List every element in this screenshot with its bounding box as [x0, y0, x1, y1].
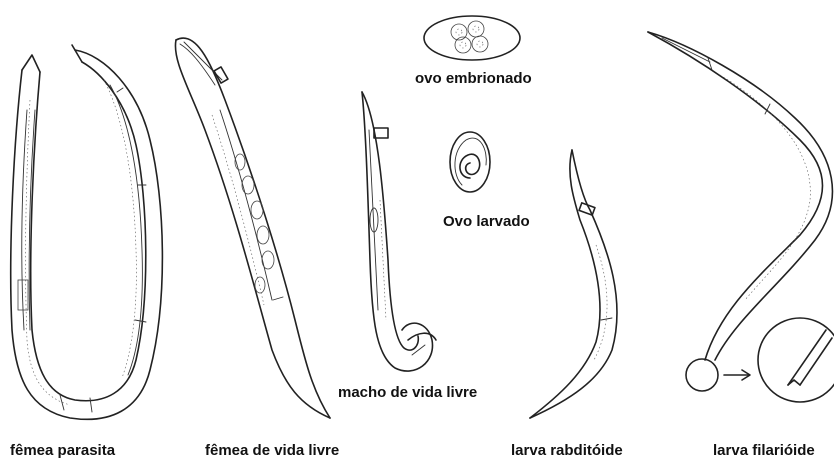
- label-femea-vida-livre: fêmea de vida livre: [205, 442, 339, 459]
- label-macho-vida-livre: macho de vida livre: [338, 384, 477, 401]
- macho-vida-livre-illustration: [362, 92, 436, 371]
- label-femea-parasita: fêmea parasita: [10, 442, 115, 459]
- label-larva-filarioide: larva filarióide: [713, 442, 815, 459]
- femea-parasita-illustration: [11, 45, 163, 419]
- larva-rabditoide-illustration: [530, 150, 617, 418]
- label-ovo-larvado: Ovo larvado: [443, 213, 530, 230]
- label-larva-rabditoide: larva rabditóide: [511, 442, 623, 459]
- larva-filarioide-illustration: [648, 32, 834, 402]
- label-ovo-embrionado: ovo embrionado: [415, 70, 532, 87]
- ovo-embrionado-illustration: [424, 16, 520, 60]
- femea-vida-livre-illustration: [175, 38, 330, 418]
- ovo-larvado-illustration: [450, 132, 490, 192]
